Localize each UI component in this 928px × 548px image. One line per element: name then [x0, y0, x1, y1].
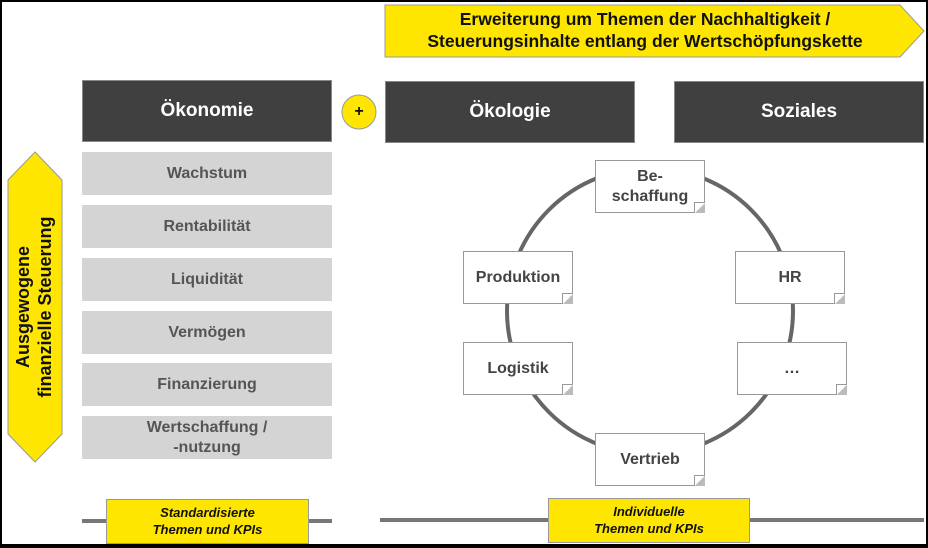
economy-item-liquiditaet: Liquidität — [82, 258, 332, 301]
label-standardized-line-2: Themen und KPIs — [152, 521, 263, 537]
side-arrow-line-2: finanzielle Steuerung — [35, 216, 55, 398]
header-oekologie: Ökologie — [385, 81, 635, 143]
chain-vertrieb: Vertrieb — [595, 433, 705, 486]
economy-item-vermoegen: Vermögen — [82, 311, 332, 354]
label-standardized-line-1: Standardisierte — [160, 504, 255, 520]
banner-line-1: Erweiterung um Themen der Nachhaltigkeit… — [459, 9, 831, 30]
side-arrow-text: Ausgewogene finanzielle Steuerung — [8, 152, 62, 462]
economy-item-finanzierung: Finanzierung — [82, 363, 332, 406]
side-double-arrow — [7, 151, 63, 463]
banner-arrow — [384, 4, 925, 58]
chain-beschaffung: Be- schaffung — [595, 160, 705, 213]
plus-sign: + — [354, 103, 364, 120]
header-oekonomie: Ökonomie — [82, 80, 332, 142]
economy-item-wachstum: Wachstum — [82, 152, 332, 195]
label-individual: Individuelle Themen und KPIs — [548, 498, 750, 543]
economy-item-rentabilitaet: Rentabilität — [82, 205, 332, 248]
chain-more: … — [737, 342, 847, 395]
plus-circle — [341, 94, 377, 130]
chain-produktion: Produktion — [463, 251, 573, 304]
label-individual-line-2: Themen und KPIs — [594, 520, 704, 536]
header-soziales: Soziales — [674, 81, 924, 143]
chain-hr: HR — [735, 251, 845, 304]
label-standardized: Standardisierte Themen und KPIs — [106, 499, 309, 544]
label-individual-line-1: Individuelle — [613, 503, 685, 519]
banner-text: Erweiterung um Themen der Nachhaltigkeit… — [385, 5, 905, 57]
side-arrow-line-1: Ausgewogene — [13, 245, 34, 369]
banner-line-2: Steuerungsinhalte entlang der Wertschöpf… — [427, 31, 863, 51]
economy-item-wertschaffung: Wertschaffung / -nutzung — [82, 416, 332, 459]
chain-logistik: Logistik — [463, 342, 573, 395]
